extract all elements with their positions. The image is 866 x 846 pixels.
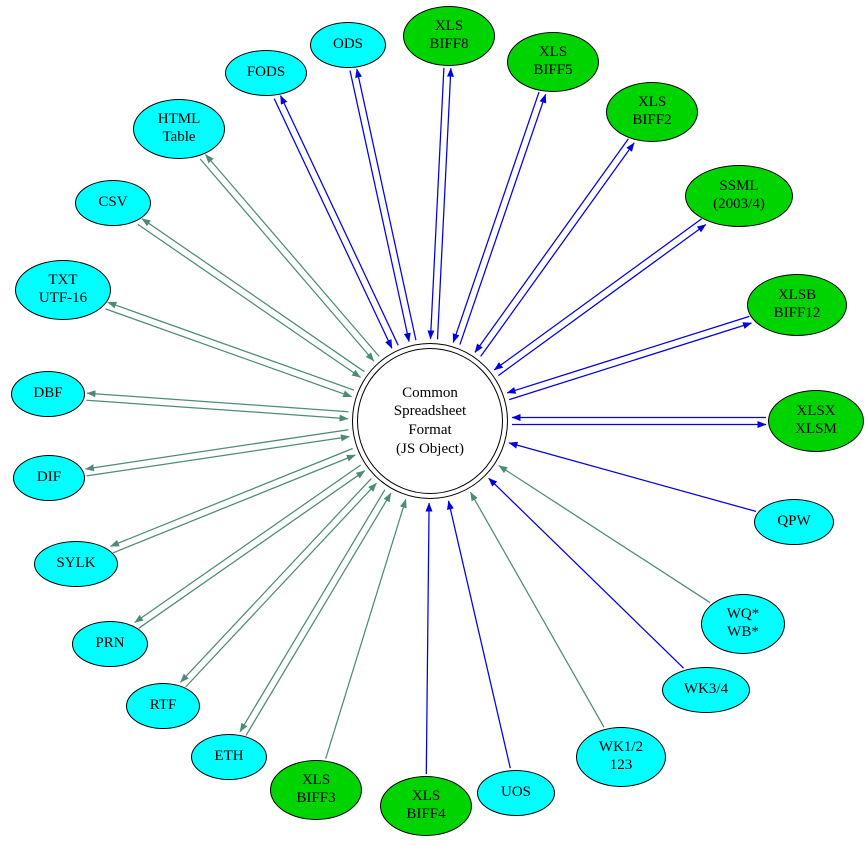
- edge-txt-write: [107, 301, 355, 391]
- edge-xls-biff2-read: [474, 138, 629, 353]
- node-wk34: WK3/4: [662, 667, 750, 713]
- node-rtf: RTF: [126, 683, 200, 729]
- edge-prn-write: [134, 464, 362, 624]
- node-label: ETH: [214, 748, 244, 765]
- edge-wk34-read: [488, 477, 685, 669]
- edge-rtf-read: [185, 482, 377, 688]
- edge-xlsb-write: [509, 322, 752, 401]
- node-xls-biff4: XLS BIFF4: [380, 776, 472, 836]
- edge-xlsb-read: [506, 315, 750, 394]
- edge-csv-read: [137, 223, 361, 378]
- node-xls-biff3: XLS BIFF3: [270, 760, 362, 820]
- edge-wk12-read: [469, 491, 605, 728]
- edge-dbf-write: [86, 390, 349, 413]
- node-prn: PRN: [72, 621, 148, 667]
- edge-sylk-write: [110, 447, 353, 547]
- edge-xls-biff8-write: [436, 67, 454, 340]
- node-label: RTF: [149, 697, 177, 714]
- edge-html-table-write: [205, 154, 380, 357]
- node-label: ODS: [332, 36, 363, 53]
- node-csv: CSV: [75, 180, 151, 226]
- node-label: TXT UTF-16: [38, 272, 88, 306]
- node-label: CSV: [98, 194, 128, 211]
- edge-sylk-read: [112, 454, 356, 554]
- edge-rtf-write: [180, 477, 372, 683]
- node-xls-biff5: XLS BIFF5: [507, 32, 599, 92]
- node-label: DBF: [33, 385, 63, 402]
- edge-fods-read: [273, 98, 393, 349]
- node-txt: TXT UTF-16: [15, 260, 111, 320]
- node-xls-biff2: XLS BIFF2: [606, 82, 698, 142]
- node-label: SYLK: [56, 555, 96, 572]
- node-label: WQ* WB*: [726, 606, 760, 640]
- node-label: XLSB BIFF12: [773, 287, 821, 321]
- node-label: HTML Table: [157, 111, 201, 145]
- edge-fods-write: [279, 95, 399, 346]
- edge-txt-read: [105, 308, 353, 398]
- edge-xls-biff2-write: [480, 142, 635, 357]
- node-eth: ETH: [191, 734, 267, 780]
- node-wk12: WK1/2 123: [576, 727, 666, 787]
- edge-ssml-read: [493, 218, 703, 371]
- edge-html-table-read: [199, 158, 375, 362]
- center-node: Common Spreadsheet Format (JS Object): [352, 343, 508, 499]
- node-label: FODS: [246, 64, 286, 81]
- edge-xls-biff5-write: [459, 93, 547, 345]
- node-label: PRN: [95, 635, 125, 652]
- edge-xls-biff3-read: [325, 498, 407, 759]
- node-ods: ODS: [310, 22, 386, 68]
- node-label: QPW: [777, 513, 811, 530]
- node-xlsx: XLSX XLSM: [768, 390, 864, 452]
- edge-dbf-read: [86, 399, 349, 422]
- edge-xls-biff8-read: [427, 67, 445, 340]
- node-dif: DIF: [13, 455, 85, 501]
- edge-ssml-write: [497, 223, 707, 377]
- center-node-inner-ring: Common Spreadsheet Format (JS Object): [357, 348, 503, 494]
- node-label: XLS BIFF4: [406, 788, 446, 822]
- node-label: WK1/2 123: [598, 739, 644, 773]
- edge-ods-read: [349, 70, 411, 343]
- node-label: WK3/4: [683, 681, 729, 698]
- node-xls-biff8: XLS BIFF8: [403, 6, 495, 66]
- node-label: XLSX XLSM: [795, 403, 837, 437]
- edge-xls-biff5-read: [452, 91, 540, 343]
- node-uos: UOS: [477, 770, 555, 816]
- edge-xls-biff4-read: [425, 502, 433, 775]
- node-label: XLS BIFF5: [533, 44, 573, 78]
- node-label: XLS BIFF3: [296, 772, 336, 806]
- node-xlsb: XLSB BIFF12: [747, 274, 847, 336]
- node-qpw: QPW: [754, 499, 834, 545]
- node-sylk: SYLK: [34, 541, 118, 587]
- node-label: SSML (2003/4): [713, 178, 765, 212]
- edge-ods-write: [355, 68, 417, 341]
- node-dbf: DBF: [11, 371, 85, 417]
- edge-prn-read: [138, 470, 366, 629]
- node-label: DIF: [36, 469, 62, 486]
- node-html-table: HTML Table: [133, 99, 225, 159]
- node-wq-wb: WQ* WB*: [701, 594, 785, 654]
- node-label: UOS: [500, 784, 531, 801]
- edge-uos-read: [447, 500, 511, 769]
- node-label: XLS BIFF8: [429, 18, 469, 52]
- node-label: XLS BIFF2: [632, 94, 672, 128]
- center-node-label: Common Spreadsheet Format (JS Object): [393, 384, 467, 457]
- edge-qpw-read: [508, 441, 757, 513]
- edge-csv-write: [141, 218, 365, 373]
- edge-eth-write: [239, 489, 386, 733]
- edge-wq-wb-read: [498, 465, 711, 604]
- node-ssml: SSML (2003/4): [685, 165, 793, 227]
- edge-eth-read: [245, 492, 392, 736]
- edge-dif-write: [85, 429, 349, 472]
- edge-dif-read: [86, 434, 350, 477]
- node-fods: FODS: [225, 50, 307, 96]
